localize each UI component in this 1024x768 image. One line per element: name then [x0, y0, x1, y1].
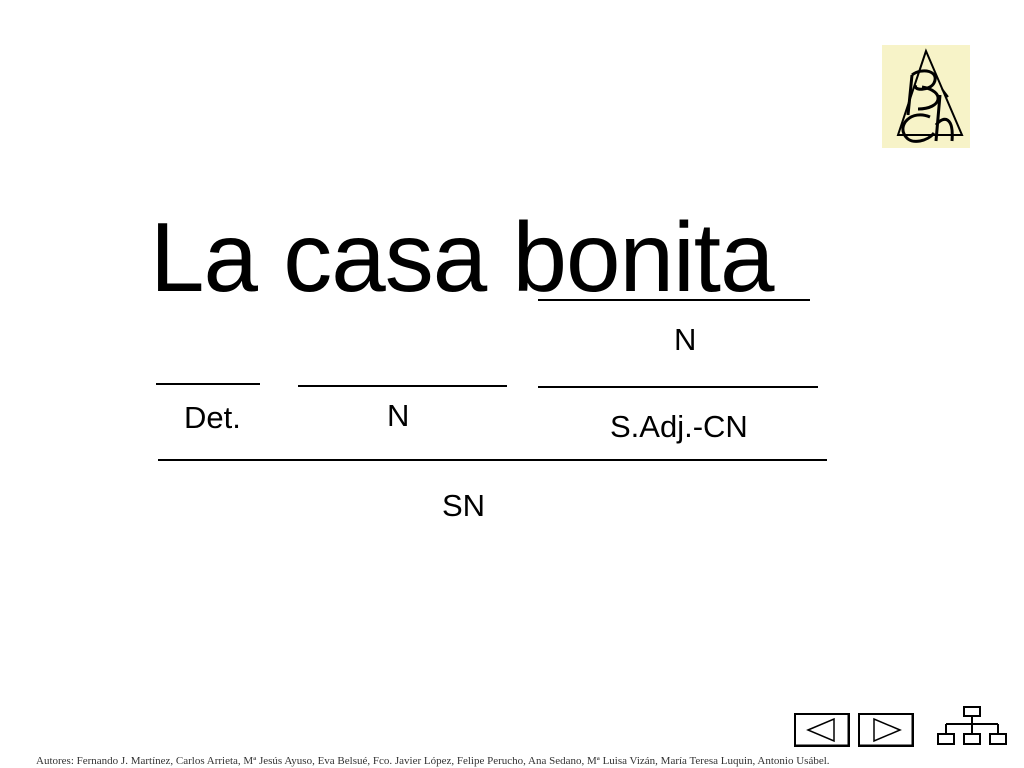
triangle-left-icon — [794, 713, 850, 747]
next-button[interactable] — [858, 713, 914, 747]
underline-det — [156, 383, 260, 385]
outline-button[interactable] — [936, 705, 1008, 747]
label-sn: SN — [442, 488, 486, 523]
sentence-word-bonita: bonita — [512, 202, 775, 312]
label-upper-n: N — [674, 322, 697, 357]
underline-noun — [298, 385, 507, 387]
triangle-right-icon — [858, 713, 914, 747]
sentence-word-la: La — [150, 202, 258, 312]
sentence-word-casa: casa — [283, 202, 487, 312]
sentence: La casa bonita — [150, 198, 775, 316]
underline-sadj — [538, 386, 818, 388]
previous-button[interactable] — [794, 713, 850, 747]
label-noun: N — [387, 398, 410, 433]
bch-logo — [882, 45, 970, 148]
footer-authors: Autores: Fernando J. Martínez, Carlos Ar… — [36, 755, 830, 767]
label-det: Det. — [184, 400, 241, 435]
underline-sn — [158, 459, 827, 461]
underline-bonita — [538, 299, 810, 301]
org-chart-icon — [937, 706, 1007, 745]
label-sadj-cn: S.Adj.-CN — [610, 409, 748, 444]
bch-logo-icon — [882, 45, 970, 148]
